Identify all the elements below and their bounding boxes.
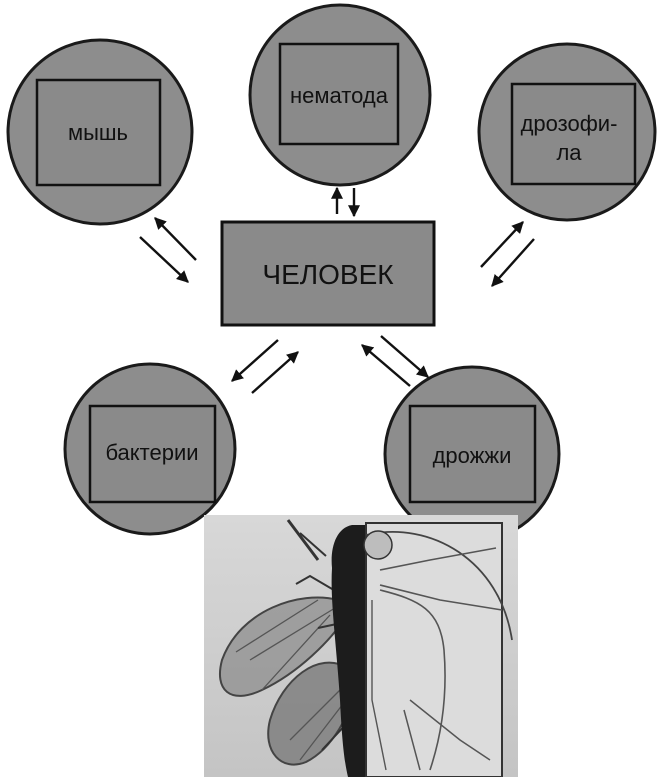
arrow-to-human bbox=[362, 345, 410, 386]
node-label-bacteria: бактерии bbox=[105, 440, 198, 465]
arrow-to-yeast bbox=[381, 336, 428, 377]
arrows-human-bacteria bbox=[232, 340, 298, 393]
node-bacteria: бактерии bbox=[65, 364, 235, 534]
node-label-yeast: дрожжи bbox=[433, 443, 512, 468]
arrows-human-drosophila bbox=[481, 222, 534, 286]
node-label-drosophila-line2: ла bbox=[556, 140, 582, 165]
arrow-to-drosophila bbox=[481, 222, 523, 267]
node-drosophila: дрозофи- ла bbox=[479, 44, 655, 220]
arrows-human-nematode bbox=[337, 188, 354, 216]
node-label-nematode: нематода bbox=[290, 83, 389, 108]
arrow-to-human bbox=[492, 239, 534, 286]
vitruvian-man-image bbox=[364, 520, 512, 777]
node-label-drosophila: дрозофи- bbox=[521, 111, 618, 136]
fly-human-illustration bbox=[204, 515, 518, 777]
center-label: ЧЕЛОВЕК bbox=[262, 259, 394, 290]
arrow-to-mouse bbox=[155, 218, 196, 260]
node-nematode: нематода bbox=[250, 5, 430, 185]
node-label-mouse: мышь bbox=[68, 120, 128, 145]
node-yeast: дрожжи bbox=[385, 367, 559, 541]
arrows-human-yeast bbox=[362, 336, 428, 386]
center-human: ЧЕЛОВЕК bbox=[222, 222, 434, 325]
node-mouse: мышь bbox=[8, 40, 192, 224]
arrows-human-mouse bbox=[140, 218, 196, 282]
